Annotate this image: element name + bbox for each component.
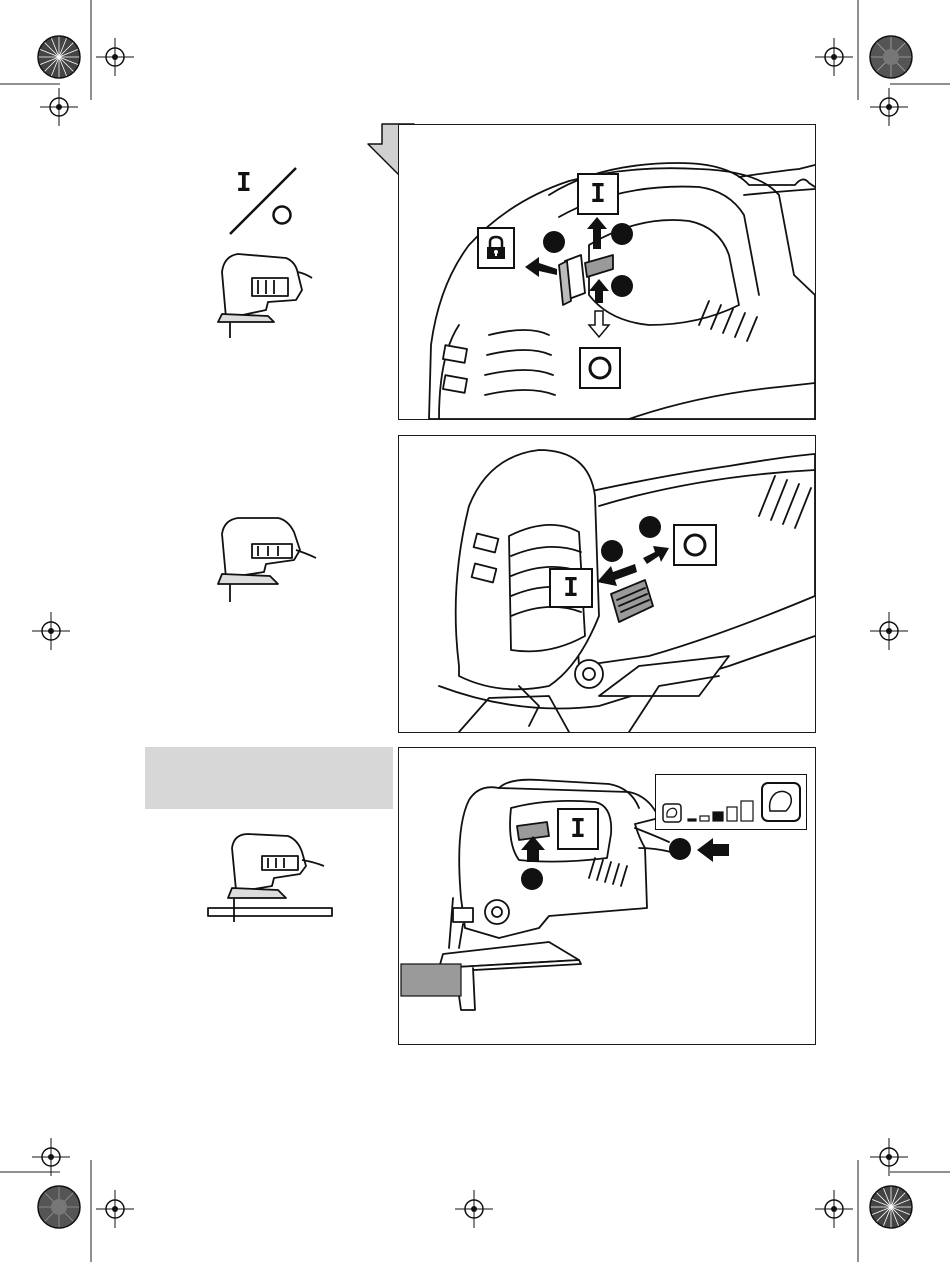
crosshair-registration-mark xyxy=(815,38,853,76)
crosshair-registration-mark xyxy=(40,88,78,126)
jigsaw-on-workpiece-icon xyxy=(206,830,338,926)
on-symbol-box: I xyxy=(557,808,599,850)
crosshair-registration-mark xyxy=(455,1190,493,1228)
radial-color-target xyxy=(36,1184,82,1230)
low-speed-material-icon xyxy=(662,803,682,823)
step-dot-2 xyxy=(639,516,661,538)
high-speed-material-icon xyxy=(760,781,802,823)
radial-color-target xyxy=(868,34,914,80)
speed-level-bars-icon xyxy=(686,793,758,823)
crosshair-registration-mark xyxy=(32,612,70,650)
on-off-symbol: I xyxy=(226,166,304,238)
step-dot-3 xyxy=(611,275,633,297)
step-dot-1 xyxy=(543,231,565,253)
figure-panel-slide-switch: I xyxy=(398,435,816,733)
crosshair-registration-mark xyxy=(96,38,134,76)
step-dot-1 xyxy=(521,868,543,890)
crosshair-registration-mark xyxy=(870,612,908,650)
section-gray-band xyxy=(145,747,393,809)
radial-color-target xyxy=(36,34,82,80)
operation-arrows xyxy=(399,125,815,419)
crosshair-registration-mark xyxy=(815,1190,853,1228)
speed-control-inset xyxy=(655,774,807,830)
crosshair-registration-mark xyxy=(96,1190,134,1228)
step-dot-1 xyxy=(601,540,623,562)
off-circle-icon xyxy=(271,204,293,226)
radial-color-target xyxy=(868,1184,914,1230)
jigsaw-small-icon xyxy=(208,514,318,606)
jigsaw-small-icon xyxy=(208,250,318,342)
crosshair-registration-mark xyxy=(870,88,908,126)
figure-panel-trigger-lock: I xyxy=(398,124,816,420)
diagonal-divider-icon xyxy=(226,166,304,238)
crosshair-registration-mark xyxy=(870,1138,908,1176)
on-glyph: I xyxy=(570,814,586,844)
crosshair-registration-mark xyxy=(32,1138,70,1176)
step-dot-2 xyxy=(611,223,633,245)
step-dot-2 xyxy=(669,838,691,860)
slide-direction-arrows xyxy=(399,436,815,732)
figure-panel-speed-control: I xyxy=(398,747,816,1045)
